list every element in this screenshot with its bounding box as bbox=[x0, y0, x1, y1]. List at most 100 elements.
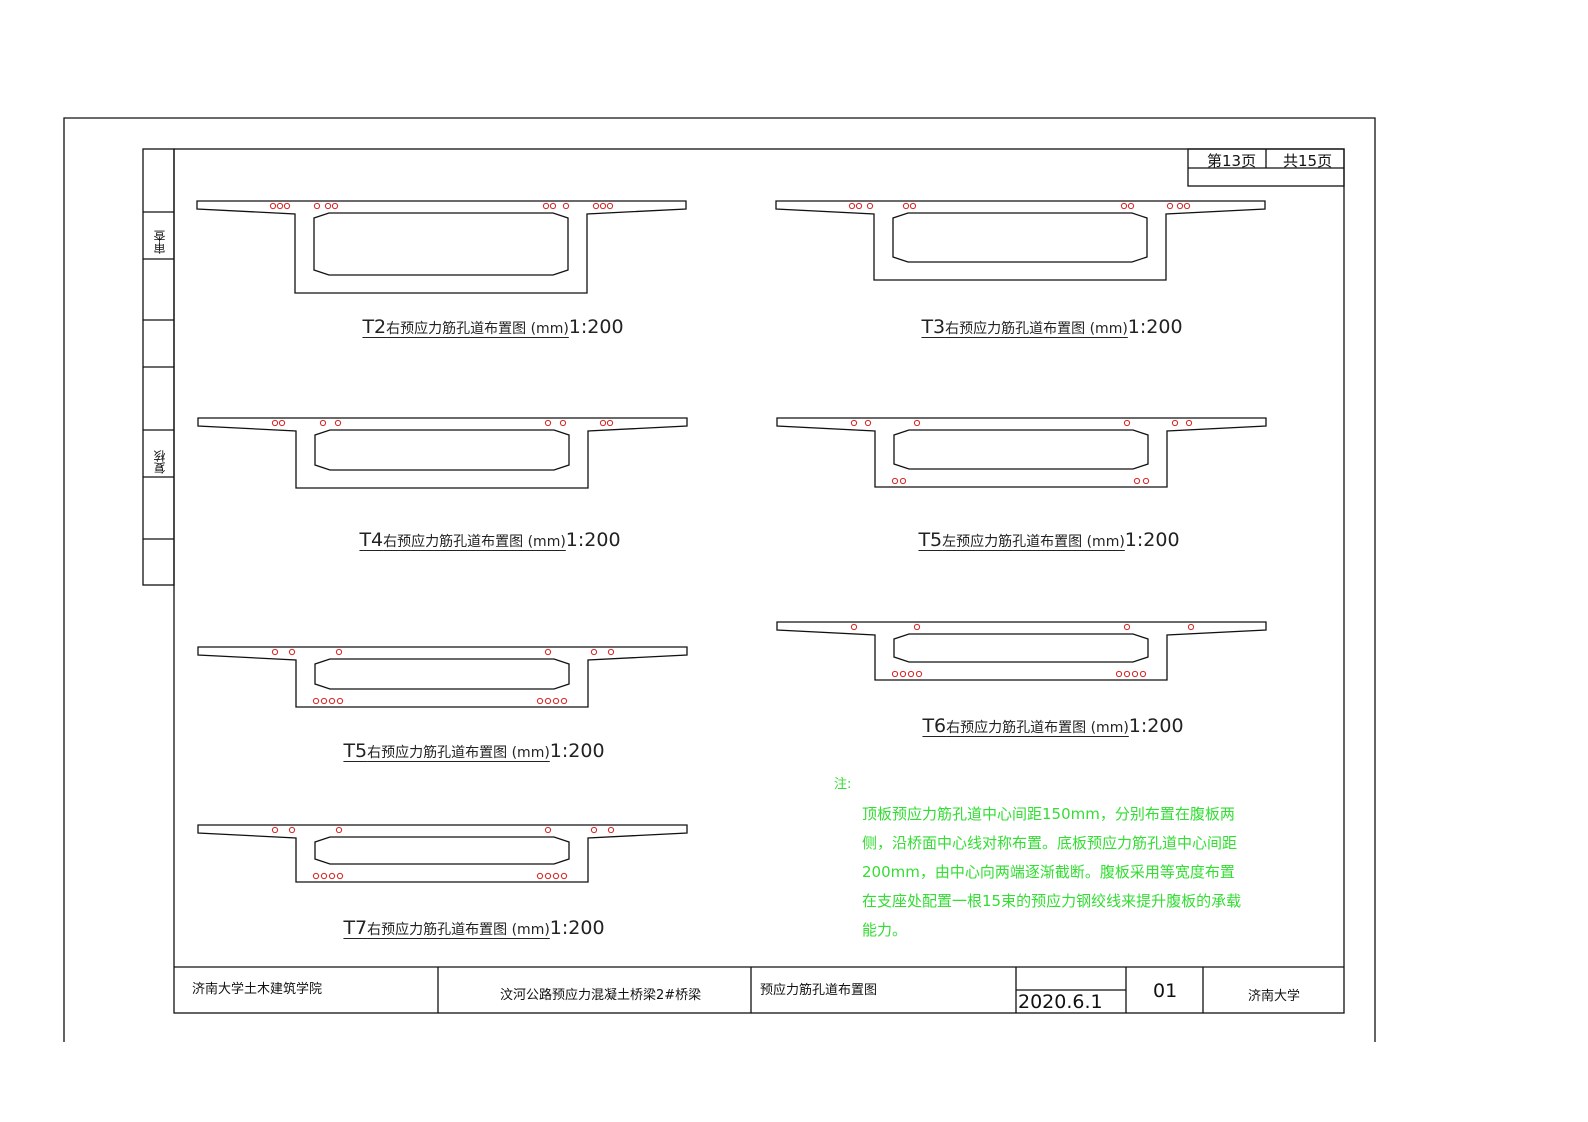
tendon-duct bbox=[1127, 202, 1135, 210]
girder-outline bbox=[197, 417, 688, 489]
tendon-duct bbox=[336, 697, 344, 705]
tendon-duct bbox=[1176, 202, 1184, 210]
girder-outline bbox=[197, 824, 688, 883]
title-block-lines bbox=[174, 966, 1344, 1013]
tendon-duct bbox=[324, 202, 332, 210]
tendon-duct bbox=[560, 872, 568, 880]
tendon-duct bbox=[269, 202, 277, 210]
tendon-duct bbox=[848, 202, 856, 210]
section-t7 bbox=[197, 824, 688, 883]
tendon-duct bbox=[559, 419, 567, 427]
tendon-duct bbox=[1123, 419, 1131, 427]
tendon-duct bbox=[544, 419, 552, 427]
tendon-duct bbox=[560, 697, 568, 705]
tendon-duct bbox=[592, 202, 600, 210]
tendon-duct bbox=[328, 872, 336, 880]
tendon-duct bbox=[850, 419, 858, 427]
tendon-duct bbox=[313, 202, 321, 210]
section-t4 bbox=[197, 417, 688, 489]
tendon-duct bbox=[866, 202, 874, 210]
tendon-duct bbox=[271, 419, 279, 427]
tendon-duct bbox=[549, 202, 557, 210]
tendon-duct bbox=[544, 872, 552, 880]
note-line: 侧，沿桥面中心线对称布置。底板预应力筋孔道中心间距 bbox=[862, 834, 1238, 852]
tendon-duct bbox=[542, 202, 550, 210]
caption-t5-left: T5左预应力筋孔道布置图 (mm)1:200 bbox=[918, 529, 1180, 551]
caption-t3: T3右预应力筋孔道布置图 (mm)1:200 bbox=[921, 316, 1183, 338]
tendon-duct bbox=[335, 826, 343, 834]
tendon-duct bbox=[1115, 670, 1123, 678]
tendon-duct bbox=[899, 670, 907, 678]
tendon-duct bbox=[1187, 623, 1195, 631]
tendon-duct bbox=[1123, 670, 1131, 678]
tendon-duct bbox=[902, 202, 910, 210]
tendon-duct bbox=[909, 202, 917, 210]
note-line: 200mm，由中心向两端逐渐截断。腹板采用等宽度布置 bbox=[862, 863, 1235, 881]
tendon-duct bbox=[850, 623, 858, 631]
tendon-duct bbox=[606, 202, 614, 210]
tendon-duct bbox=[331, 202, 339, 210]
tendon-duct bbox=[891, 670, 899, 678]
tendon-duct bbox=[335, 648, 343, 656]
tendon-duct bbox=[599, 419, 607, 427]
frame bbox=[63, 117, 1376, 1042]
tendon-duct bbox=[319, 419, 327, 427]
tendon-duct bbox=[891, 477, 899, 485]
tendon-duct bbox=[864, 419, 872, 427]
tendon-duct bbox=[312, 697, 320, 705]
tendon-duct bbox=[320, 872, 328, 880]
tendon-duct bbox=[288, 826, 296, 834]
box-void bbox=[314, 658, 570, 690]
tendon-duct bbox=[1171, 419, 1179, 427]
tendon-duct bbox=[1139, 670, 1147, 678]
tendon-duct bbox=[271, 826, 279, 834]
section-t5r bbox=[197, 646, 688, 708]
tendon-duct bbox=[552, 697, 560, 705]
tendon-duct bbox=[1166, 202, 1174, 210]
box-void bbox=[314, 836, 570, 865]
tendon-duct bbox=[544, 648, 552, 656]
tendon-duct bbox=[283, 202, 291, 210]
caption-t5-right: T5右预应力筋孔道布置图 (mm)1:200 bbox=[343, 740, 605, 762]
tendon-duct bbox=[1183, 202, 1191, 210]
page-total: 共15页 bbox=[1283, 152, 1333, 170]
note-line: 在支座处配置一根15束的预应力钢绞线来提升腹板的承载 bbox=[862, 892, 1242, 910]
box-void bbox=[314, 429, 570, 471]
box-void bbox=[892, 212, 1148, 263]
tendon-duct bbox=[278, 419, 286, 427]
page-box bbox=[1187, 148, 1345, 187]
note-line: 能力。 bbox=[862, 921, 908, 939]
tendon-duct bbox=[907, 670, 915, 678]
tendon-duct bbox=[336, 872, 344, 880]
tendon-duct bbox=[1142, 477, 1150, 485]
box-void bbox=[893, 429, 1149, 470]
tendon-duct bbox=[607, 826, 615, 834]
girder-outline bbox=[776, 417, 1267, 488]
note-line: 顶板预应力筋孔道中心间距150mm，分别布置在腹板两 bbox=[862, 805, 1235, 823]
box-void bbox=[313, 212, 569, 276]
tendon-duct bbox=[536, 697, 544, 705]
notes-body: 顶板预应力筋孔道中心间距150mm，分别布置在腹板两 侧，沿桥面中心线对称布置。… bbox=[862, 800, 1241, 945]
notes-heading: 注: bbox=[834, 777, 852, 792]
school-name: 济南大学土木建筑学院 bbox=[192, 982, 323, 997]
tendon-duct bbox=[899, 477, 907, 485]
caption-t2: T2右预应力筋孔道布置图 (mm)1:200 bbox=[362, 316, 624, 338]
tendon-duct bbox=[590, 648, 598, 656]
tendon-duct bbox=[562, 202, 570, 210]
tendon-duct bbox=[606, 419, 614, 427]
review-label: 审查 bbox=[153, 230, 167, 254]
tendon-duct bbox=[536, 872, 544, 880]
drawing-name: 预应力筋孔道布置图 bbox=[760, 983, 878, 998]
tendon-duct bbox=[328, 697, 336, 705]
tendon-duct bbox=[1131, 670, 1139, 678]
section-t5l bbox=[776, 417, 1267, 488]
tendon-duct bbox=[1133, 477, 1141, 485]
drawing-date: 2020.6.1 bbox=[1018, 991, 1103, 1013]
caption-t7: T7右预应力筋孔道布置图 (mm)1:200 bbox=[343, 917, 605, 939]
tendon-duct bbox=[855, 202, 863, 210]
tendon-duct bbox=[271, 648, 279, 656]
girder-outline bbox=[776, 621, 1267, 681]
caption-t4: T4右预应力筋孔道布置图 (mm)1:200 bbox=[359, 529, 621, 551]
tendon-duct bbox=[1123, 623, 1131, 631]
